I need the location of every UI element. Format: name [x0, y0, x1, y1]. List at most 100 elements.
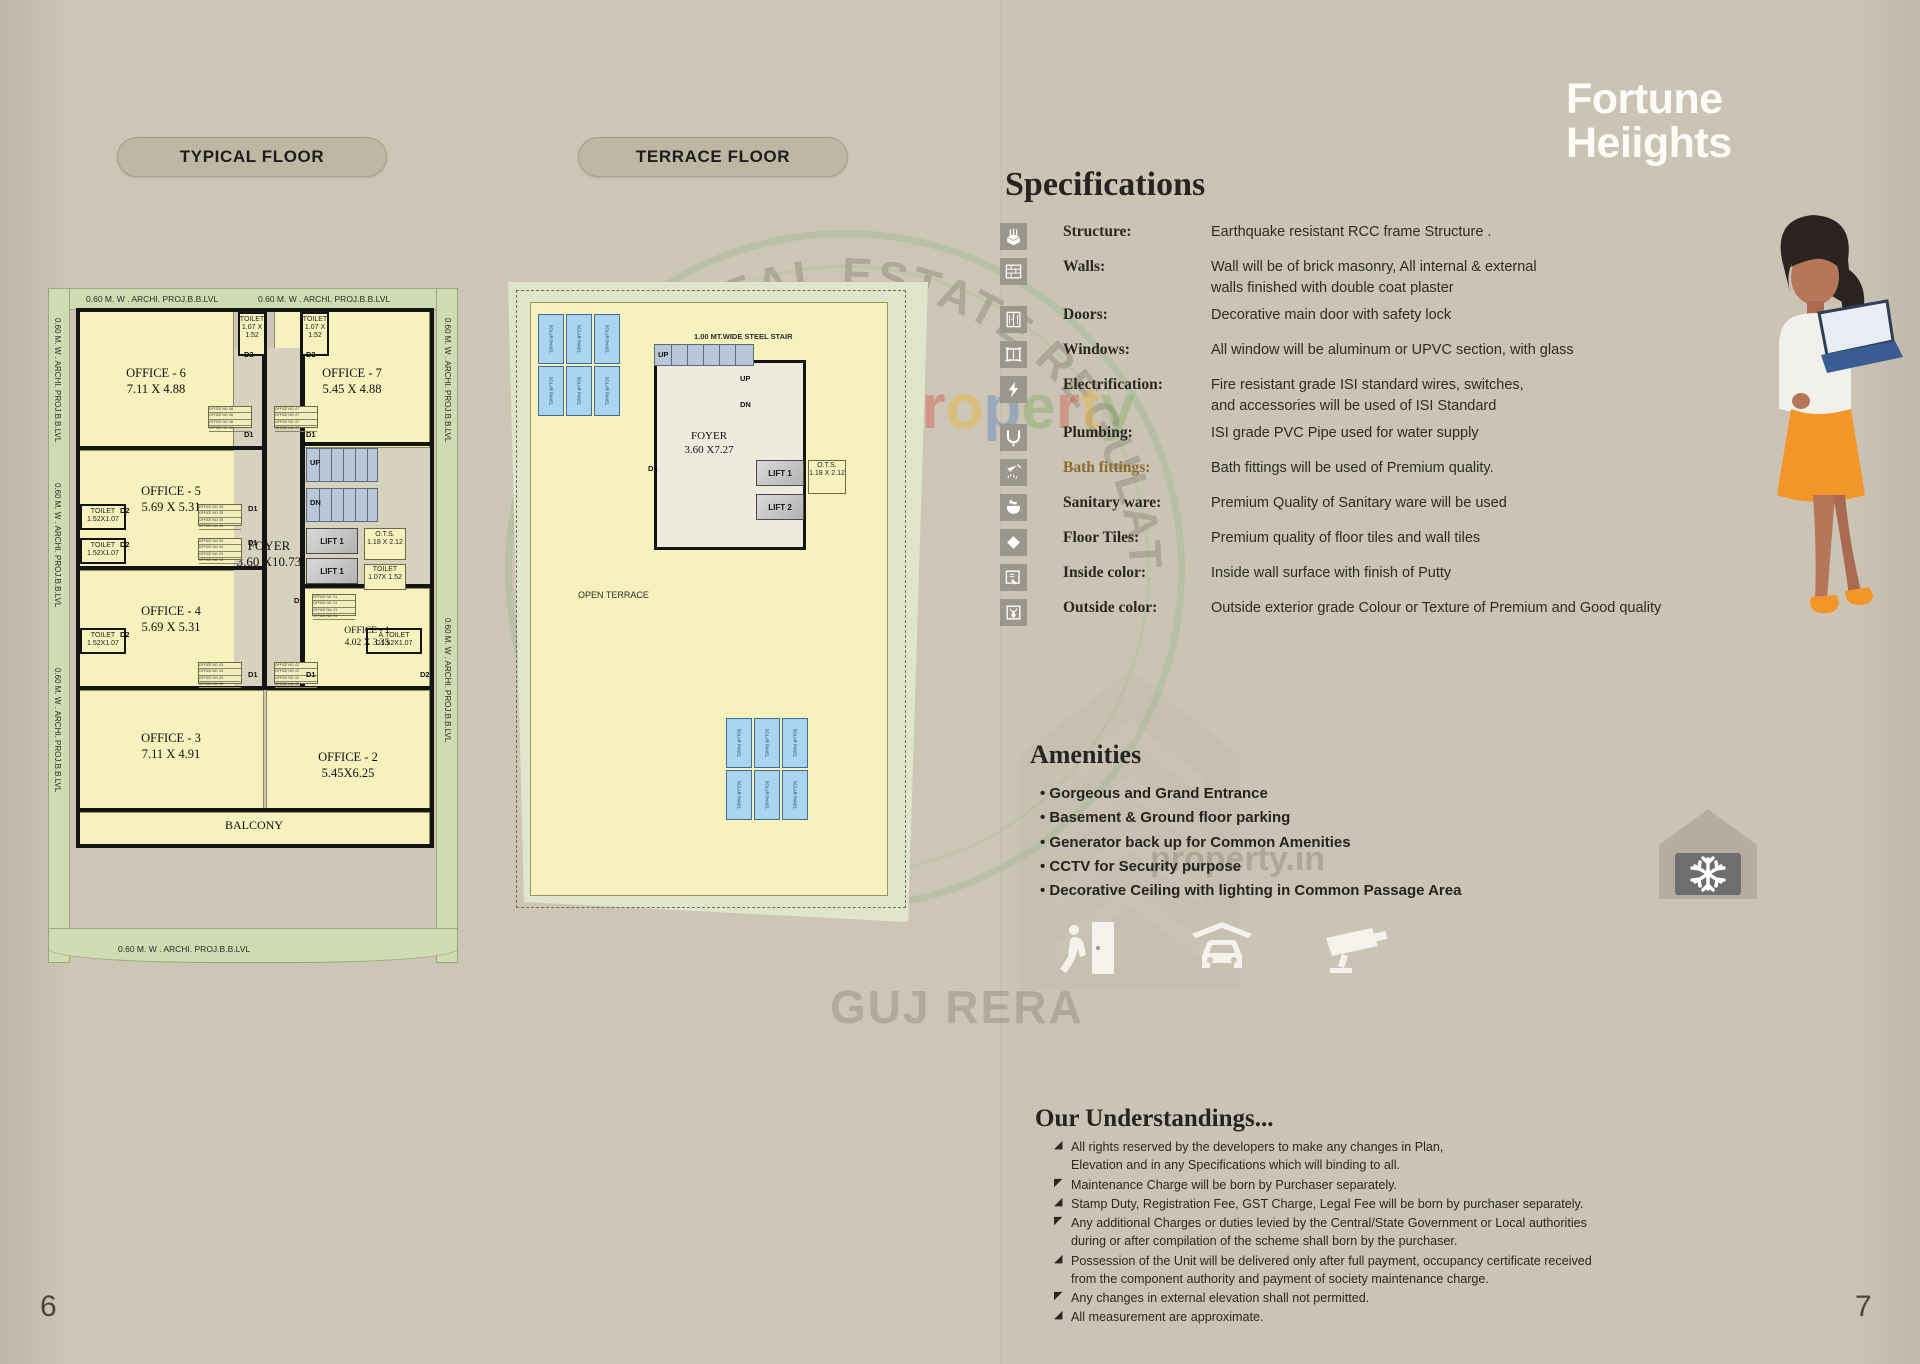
- toilet-top-left-label: TOILET 1.07 X 1.52: [239, 316, 265, 340]
- solar-panel: SOLAR PANEL: [726, 718, 752, 768]
- spec-value-bath-fittings: Bath fittings will be used of Premium qu…: [1211, 460, 1494, 477]
- toilet-left-2: [80, 538, 126, 564]
- tile-icon: [1000, 529, 1027, 557]
- terrace-lift-2: LIFT 2: [756, 494, 804, 520]
- label-foyer: FOYER 3.60 X10.73: [236, 538, 302, 570]
- spec-row-bath-fittings: Bath fittings: Bath fittings will be use…: [1000, 458, 1740, 487]
- door-mark-d1-e: D1: [248, 670, 258, 679]
- toilet-attached: [366, 628, 422, 654]
- toilet-left-1-label: TOILET 1.52X1.07: [87, 508, 119, 524]
- tab-terrace-floor[interactable]: TERRACE FLOOR: [578, 137, 848, 177]
- entrance-door-icon: [1060, 922, 1114, 974]
- spec-key-floor-tiles: Floor Tiles:: [1063, 529, 1140, 547]
- spec-row-plumbing: Plumbing: ISI grade PVC Pipe used for wa…: [1000, 423, 1740, 452]
- amenities-icon-row: [1040, 918, 1460, 988]
- tab-terrace-floor-label: TERRACE FLOOR: [635, 147, 791, 166]
- label-office-7: OFFICE - 7 5.45 X 4.88: [322, 366, 382, 396]
- spec-key-walls: Walls:: [1063, 258, 1106, 275]
- stair-mark-up: UP: [310, 458, 321, 467]
- terrace-staircase: [654, 344, 754, 366]
- spec-row-windows: Windows: All window will be aluminum or …: [1000, 340, 1740, 369]
- bullet-marker-icon: ◤: [1054, 1290, 1063, 1302]
- amenities-heading: Amenities: [1030, 740, 1142, 769]
- understandings-heading: Our Understandings...: [1035, 1105, 1274, 1132]
- door-mark-d2-b: D2: [306, 350, 316, 359]
- door-mark-d2-f: D2: [420, 670, 430, 679]
- door-icon: [1000, 306, 1027, 334]
- terrace-label-foyer: FOYER 3.60 X7.27: [684, 430, 734, 456]
- solar-panel: SOLAR PANEL: [782, 718, 808, 768]
- label-office-2: OFFICE - 2 5.45X6.25: [318, 750, 378, 780]
- staircase-up: [306, 448, 378, 482]
- woman-with-laptop-illustration: [1777, 215, 1903, 614]
- wall-right: [430, 308, 434, 848]
- spec-row-structure: Structure: Earthquake resistant RCC fram…: [1000, 222, 1740, 250]
- ots-shaft: [364, 528, 406, 560]
- projection-label-left-2: 0.60 M. W . ARCHI. PROJ.B.B.LVL: [53, 483, 62, 608]
- understanding-item: ◢ Possession of the Unit will be deliver…: [1045, 1252, 1725, 1289]
- climate-house-icon: [1659, 809, 1757, 899]
- amenities-list: • Gorgeous and Grand Entrance • Basement…: [1040, 782, 1461, 903]
- door-mark-d2-e: D2: [120, 630, 130, 639]
- tab-typical-floor[interactable]: TYPICAL FLOOR: [117, 137, 387, 177]
- understanding-text: Stamp Duty, Registration Fee, GST Charge…: [1071, 1196, 1584, 1211]
- spec-key-sanitary-ware: Sanitary ware:: [1063, 494, 1162, 512]
- door-mark-d1-f: D1: [306, 670, 316, 679]
- specifications-list: Structure: Earthquake resistant RCC fram…: [1000, 222, 1740, 633]
- understanding-text: Possession of the Unit will be delivered…: [1071, 1253, 1592, 1286]
- spec-key-plumbing: Plumbing:: [1063, 424, 1133, 442]
- terrace-stair-mark-up: UP: [658, 350, 669, 359]
- solar-panel: SOLAR PANEL: [566, 314, 592, 364]
- spec-value-inside-color: Inside wall surface with finish of Putty: [1211, 565, 1452, 582]
- page-gutter: [1000, 0, 1006, 1364]
- cctv-camera-icon: [1326, 928, 1388, 973]
- projection-label-top-left: 0.60 M. W . ARCHI. PROJ.B.B.LVL: [86, 294, 219, 304]
- understanding-item: ◢ All rights reserved by the developers …: [1045, 1138, 1725, 1175]
- bullet-marker-icon: ◢: [1054, 1309, 1063, 1322]
- wall-h-3: [76, 686, 434, 690]
- pipe-icon: [1000, 424, 1027, 452]
- terrace-boundary-dashed: [516, 290, 906, 908]
- label-office-1: OFFICE - 1 4.02 X 3.35: [344, 626, 390, 648]
- wall-lift-top: [300, 442, 434, 446]
- wall-h-4: [76, 808, 434, 812]
- spec-row-floor-tiles: Floor Tiles: Premium quality of floor ti…: [1000, 528, 1740, 557]
- solar-panel: SOLAR PANEL: [538, 314, 564, 364]
- projection-label-bottom: 0.60 M. W . ARCHI. PROJ.B.B.LVL: [118, 944, 251, 954]
- terrace-ots-label: O.T.S. 1.18 X 2.12: [809, 462, 845, 478]
- spec-value-walls: Wall will be of brick masonry, All inter…: [1211, 259, 1537, 296]
- toilet-attached-label: A.TOILET D1.52X1.07: [375, 632, 413, 648]
- door-mark-d1-c: D1: [248, 504, 258, 513]
- solar-panel: SOLAR PANEL: [754, 718, 780, 768]
- shower-icon: [1000, 459, 1027, 487]
- toilet-top-right-label: TOILET 1.07 X 1.52: [302, 316, 328, 340]
- terrace-mark-dn: DN: [740, 400, 751, 409]
- spec-value-windows: All window will be aluminum or UPVC sect…: [1211, 342, 1574, 359]
- spec-value-structure: Earthquake resistant RCC frame Structure…: [1211, 224, 1492, 240]
- solar-panel: SOLAR PANEL: [594, 366, 620, 416]
- door-mark-d1-b: D1: [306, 430, 316, 439]
- spec-value-plumbing: ISI grade PVC Pipe used for water supply: [1211, 425, 1479, 442]
- tab-typical-floor-label: TYPICAL FLOOR: [179, 147, 325, 166]
- specifications-heading: Specifications: [1005, 166, 1206, 203]
- guj-rera-watermark: GUJ RERA: [830, 981, 1084, 1033]
- toilet-top-left: [238, 312, 266, 356]
- bullet-marker-icon: ◢: [1054, 1139, 1063, 1151]
- staircase-down: [306, 488, 378, 522]
- solar-panel: SOLAR PANEL: [726, 770, 752, 820]
- spec-value-doors: Decorative main door with safety lock: [1211, 307, 1452, 324]
- toilet-left-1: [80, 504, 126, 530]
- door-mark-d2-c: D2: [120, 506, 130, 515]
- solar-panel: SOLAR PANEL: [538, 366, 564, 416]
- door-mark-d1-g: D1: [294, 596, 304, 605]
- terrace-floor-plan: SOLAR PANEL SOLAR PANEL SOLAR PANEL SOLA…: [508, 282, 928, 922]
- ots-label: O.T.S. 1.18 X 2.12: [367, 531, 403, 547]
- amenity-item: • Generator back up for Common Amenities: [1040, 833, 1351, 851]
- spec-row-sanitary-ware: Sanitary ware: Premium Quality of Sanita…: [1000, 493, 1740, 522]
- projection-band-bottom: [48, 928, 458, 963]
- brand-line-2: Heiights: [1566, 118, 1732, 167]
- label-office-3: OFFICE - 3 7.11 X 4.91: [141, 731, 201, 761]
